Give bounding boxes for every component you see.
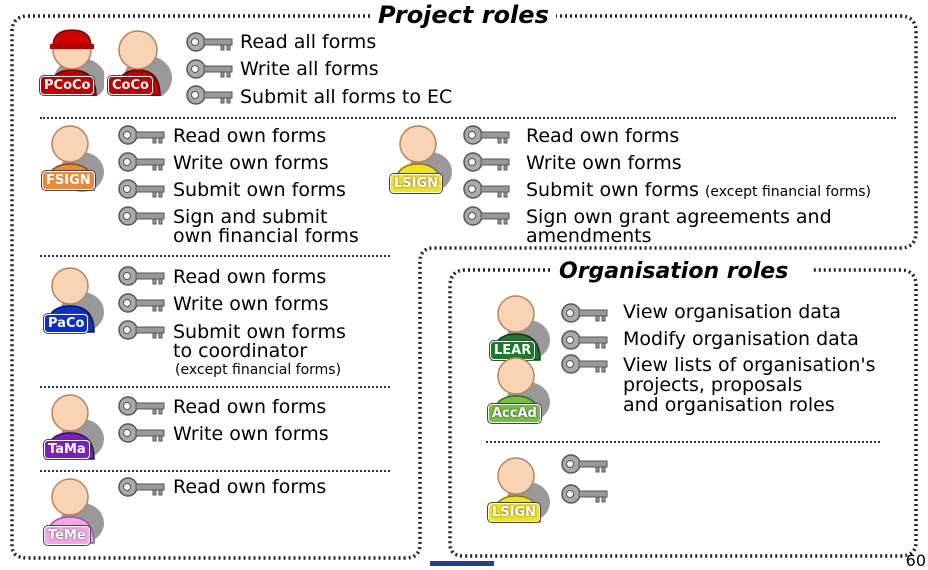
organisation-roles-frame [448,268,918,558]
key-icon [463,152,510,172]
key-icon [118,179,165,199]
key-icon [118,206,165,226]
accad-badge: AccAd [488,404,541,423]
footer-tab [430,561,494,566]
key-icon [118,125,165,145]
separator [486,441,880,443]
key-icon [561,454,608,474]
permission-text: and organisation roles [623,394,835,416]
permission-text: to coordinator [173,340,308,362]
permission-note: (except financial forms) [704,184,871,200]
permission-text: Submit own forms (except financial forms… [526,180,871,202]
permission-text: Read all forms [240,31,377,53]
key-icon [118,477,165,497]
key-icon [561,354,608,374]
paco-badge: PaCo [44,314,89,333]
key-icon [561,330,608,350]
accad-avatar: AccAd [486,356,550,428]
key-icon [186,85,233,105]
permission-text: Write own forms [526,152,682,174]
permission-text: Write all forms [240,58,379,80]
tama-avatar: TaMa [40,393,104,465]
permission-text: Modify organisation data [623,328,859,350]
teme-avatar: TeMe [40,477,104,549]
permission-text: Submit own forms [173,179,346,201]
coco-badge: CoCo [108,76,153,95]
permission-text: Read own forms [173,476,327,498]
project-roles-frame [10,14,918,560]
teme-badge: TeMe [44,526,90,545]
lear-badge: LEAR [490,341,536,360]
org-lsign-badge: LSIGN [488,503,541,522]
separator [40,470,390,472]
permission-text: Write own forms [173,152,329,174]
permission-text: View organisation data [623,301,842,323]
key-icon [118,293,165,313]
lear-avatar: LEAR [486,294,550,366]
key-icon [561,303,608,323]
key-icon [118,396,165,416]
organisation-roles-title: Organisation roles [553,258,795,286]
key-icon [118,266,165,286]
org-lsign-avatar: LSIGN [486,456,550,528]
permission-text: amendments [526,225,652,247]
permission-text: Sign and submit [173,206,328,228]
key-icon [463,179,510,199]
lsign-avatar: LSIGN [388,124,452,196]
key-icon [463,206,510,226]
permission-text: Write own forms [173,423,329,445]
lsign-badge: LSIGN [390,174,443,193]
key-icon [118,423,165,443]
key-icon [561,484,608,504]
key-icon [463,125,510,145]
permission-text: Sign own grant agreements and [526,206,832,228]
key-icon [118,152,165,172]
permission-text: Read own forms [173,125,327,147]
separator [40,117,896,119]
permission-main: Submit own forms [526,179,699,201]
permission-text: Submit all forms to EC [240,86,453,108]
key-icon [186,32,233,52]
tama-badge: TaMa [44,440,90,459]
pcoco-avatar: PCoCo [40,28,106,102]
permission-text: Read own forms [173,266,327,288]
permission-text: projects, proposals [623,374,803,396]
permission-text: Submit own forms [173,321,346,343]
project-roles-title: Project roles [372,1,555,29]
coco-avatar: CoCo [108,28,172,100]
key-icon [118,320,165,340]
paco-avatar: PaCo [40,266,104,338]
pcoco-badge: PCoCo [40,76,95,95]
page-number: 60 [905,551,926,570]
key-icon [186,59,233,79]
fsign-badge: FSIGN [42,171,95,190]
permission-text: Write own forms [173,293,329,315]
fsign-avatar: FSIGN [40,124,104,196]
permission-text: Read own forms [173,396,327,418]
permission-note: (except financial forms) [175,362,342,378]
permission-text: View lists of organisation's [623,354,876,376]
permission-text: own financial forms [173,225,359,247]
separator [40,255,390,257]
permission-text: Read own forms [526,125,680,147]
separator [40,386,390,388]
